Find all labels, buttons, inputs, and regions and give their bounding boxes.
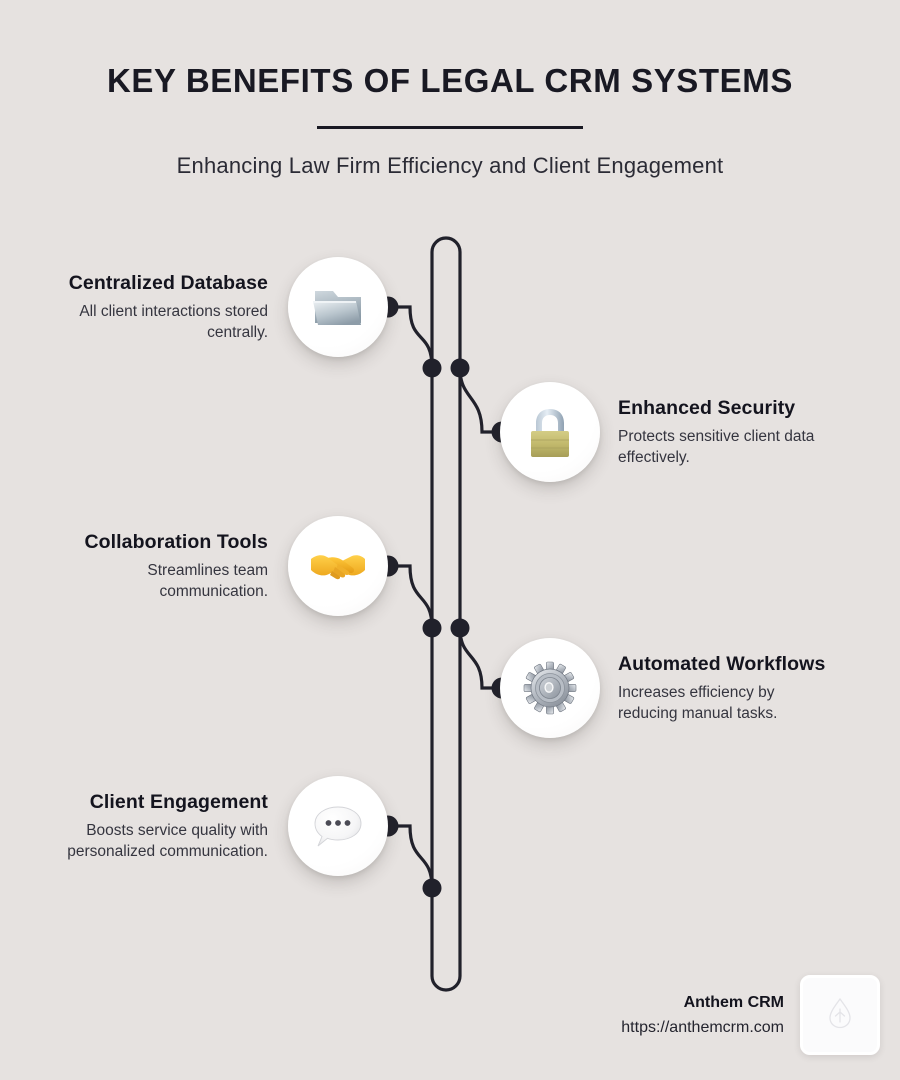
benefit-title: Automated Workflows	[618, 652, 826, 675]
gear-icon	[521, 659, 579, 717]
page-subtitle: Enhancing Law Firm Efficiency and Client…	[176, 153, 724, 178]
lock-icon	[524, 403, 576, 461]
benefit-item-collaboration-tools[interactable]: Collaboration Tools Streamlines team com…	[20, 516, 388, 616]
branch-node-4-rail	[450, 618, 470, 638]
benefit-item-automated-workflows[interactable]: Automated Workflows Increases efficiency…	[500, 638, 880, 738]
benefit-icon-bubble-2[interactable]	[500, 382, 600, 482]
branch-line-2	[458, 366, 498, 434]
benefit-title: Centralized Database	[68, 271, 268, 294]
branch-line-4	[458, 626, 498, 690]
benefit-title: Client Engagement	[89, 790, 268, 813]
benefit-text-2: Enhanced Security Protects sensitive cli…	[600, 396, 833, 468]
branch-line-3	[394, 564, 434, 630]
benefit-description: All client interactions stored centrally…	[79, 303, 268, 341]
benefit-item-client-engagement[interactable]: Client Engagement Boosts service quality…	[20, 776, 388, 876]
brand-url[interactable]: https://anthemcrm.com	[621, 1018, 784, 1036]
branch-line-5	[394, 824, 434, 890]
benefit-text-5: Client Engagement Boosts service quality…	[53, 790, 288, 862]
benefit-text-4: Automated Workflows Increases efficiency…	[600, 652, 833, 724]
branch-node-5-rail	[422, 878, 442, 898]
infographic-header: Key Benefits of Legal CRM Systems Enhanc…	[0, 0, 900, 179]
benefit-title: Collaboration Tools	[84, 530, 268, 553]
benefit-text-3: Collaboration Tools Streamlines team com…	[53, 530, 288, 602]
benefit-icon-bubble-3[interactable]	[288, 516, 388, 616]
branch-node-3-rail	[422, 618, 442, 638]
benefit-item-enhanced-security[interactable]: Enhanced Security Protects sensitive cli…	[500, 382, 880, 482]
footer-text: Anthem CRM https://anthemcrm.com	[621, 992, 800, 1038]
benefit-title: Enhanced Security	[618, 396, 796, 419]
page-title: Key Benefits of Legal CRM Systems	[107, 62, 793, 99]
benefit-item-centralized-database[interactable]: Centralized Database All client interact…	[20, 257, 388, 357]
branch-line-1	[394, 305, 434, 370]
benefit-text-1: Centralized Database All client interact…	[53, 271, 288, 343]
speech-bubble-icon	[310, 800, 366, 852]
benefit-icon-bubble-4[interactable]	[500, 638, 600, 738]
folder-icon	[309, 281, 367, 333]
benefit-icon-bubble-1[interactable]	[288, 257, 388, 357]
title-divider	[317, 126, 583, 129]
anthem-logo	[825, 996, 855, 1035]
brand-logo-box	[800, 975, 880, 1055]
benefit-description: Protects sensitive client data effective…	[618, 428, 815, 466]
handshake-icon	[308, 542, 368, 590]
footer: Anthem CRM https://anthemcrm.com	[480, 975, 880, 1055]
spine-path	[430, 236, 462, 992]
branch-node-1-rail	[422, 358, 442, 378]
benefit-description: Boosts service quality with personalized…	[67, 822, 268, 860]
benefit-description: Streamlines team communication.	[147, 562, 268, 600]
benefit-icon-bubble-5[interactable]	[288, 776, 388, 876]
branch-node-2-rail	[450, 358, 470, 378]
brand-name: Anthem CRM	[683, 993, 784, 1011]
benefit-description: Increases efficiency by reducing manual …	[618, 684, 778, 722]
